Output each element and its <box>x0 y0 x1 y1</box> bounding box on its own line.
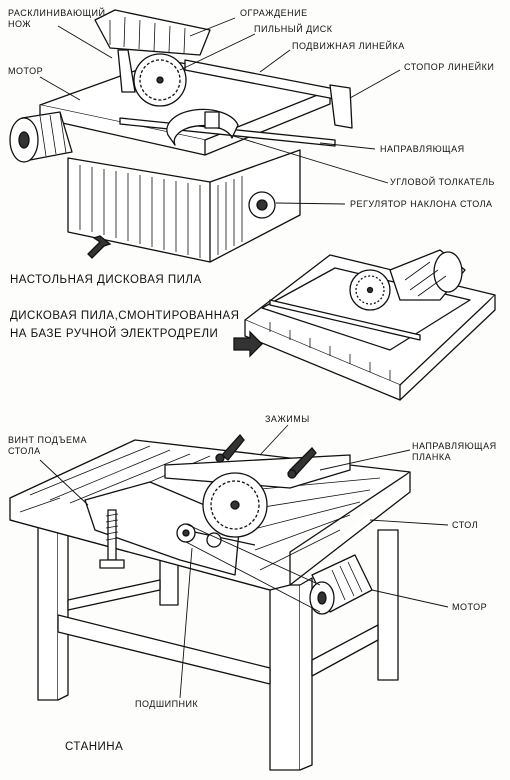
label-lift-screw: ВИНТ ПОДЪЕМА СТОЛА <box>8 435 90 456</box>
bench-saw-illustration <box>9 9 353 263</box>
label-bearing: ПОДШИПНИК <box>135 699 199 709</box>
label-guard: ОГРАЖДЕНИЕ <box>240 8 308 18</box>
riving-knife-icon <box>117 49 136 93</box>
label-motor-top: МОТОР <box>8 66 43 76</box>
drill-icon <box>389 249 466 301</box>
label-tilt-regulator: РЕГУЛЯТОР НАКЛОНА СТОЛА <box>350 199 493 209</box>
label-clamps: ЗАЖИМЫ <box>265 414 310 424</box>
clamps-icon <box>215 433 317 479</box>
frame-motor-icon <box>309 554 373 615</box>
frame-saw-blade-icon <box>202 472 268 538</box>
label-movable-ruler: ПОДВИЖНАЯ ЛИНЕЙКА <box>292 40 405 51</box>
label-ruler-stop: СТОПОР ЛИНЕЙКИ <box>404 61 494 72</box>
caption-drill-saw-line1: ДИСКОВАЯ ПИЛА,СМОНТИРОВАННАЯ <box>10 310 239 322</box>
saw-blade-icon <box>133 53 187 107</box>
label-guide-bar: НАПРАВЛЯЮЩАЯ ПЛАНКА <box>412 441 500 462</box>
wooden-frame-illustration <box>9 433 411 771</box>
arrow-icon <box>233 330 263 358</box>
label-table: СТОЛ <box>452 520 478 530</box>
label-line: СТОЛА <box>8 446 41 456</box>
bottom-leader-lines <box>39 424 449 699</box>
label-guide: НАПРАВЛЯЮЩАЯ <box>380 144 465 154</box>
label-riving-knife: РАСКЛИНИВАЮЩИЙ НОЖ <box>8 7 108 29</box>
label-line: НОЖ <box>8 19 31 29</box>
label-motor-bottom: МОТОР <box>452 602 487 612</box>
guard-icon <box>94 9 211 56</box>
top-leader-lines <box>39 17 401 205</box>
angle-pusher-icon <box>166 108 239 146</box>
label-saw-blade: ПИЛЬНЫЙ ДИСК <box>254 23 333 34</box>
motor-icon <box>9 111 73 163</box>
small-saw-blade-icon <box>349 269 391 311</box>
drill-saw-illustration <box>233 249 496 401</box>
bearing-icon <box>176 523 222 548</box>
lift-screw-icon <box>99 509 125 569</box>
caption-table-saw: НАСТОЛЬНАЯ ДИСКОВАЯ ПИЛА <box>10 274 202 286</box>
label-line: ПЛАНКА <box>412 452 451 462</box>
label-angle-pusher: УГЛОВОЙ ТОЛКАТЕЛЬ <box>390 176 495 187</box>
caption-frame: СТАНИНА <box>65 741 123 753</box>
caption-drill-saw-line2: НА БАЗЕ РУЧНОЙ ЭЛЕКТРОДРЕЛИ <box>10 327 218 340</box>
